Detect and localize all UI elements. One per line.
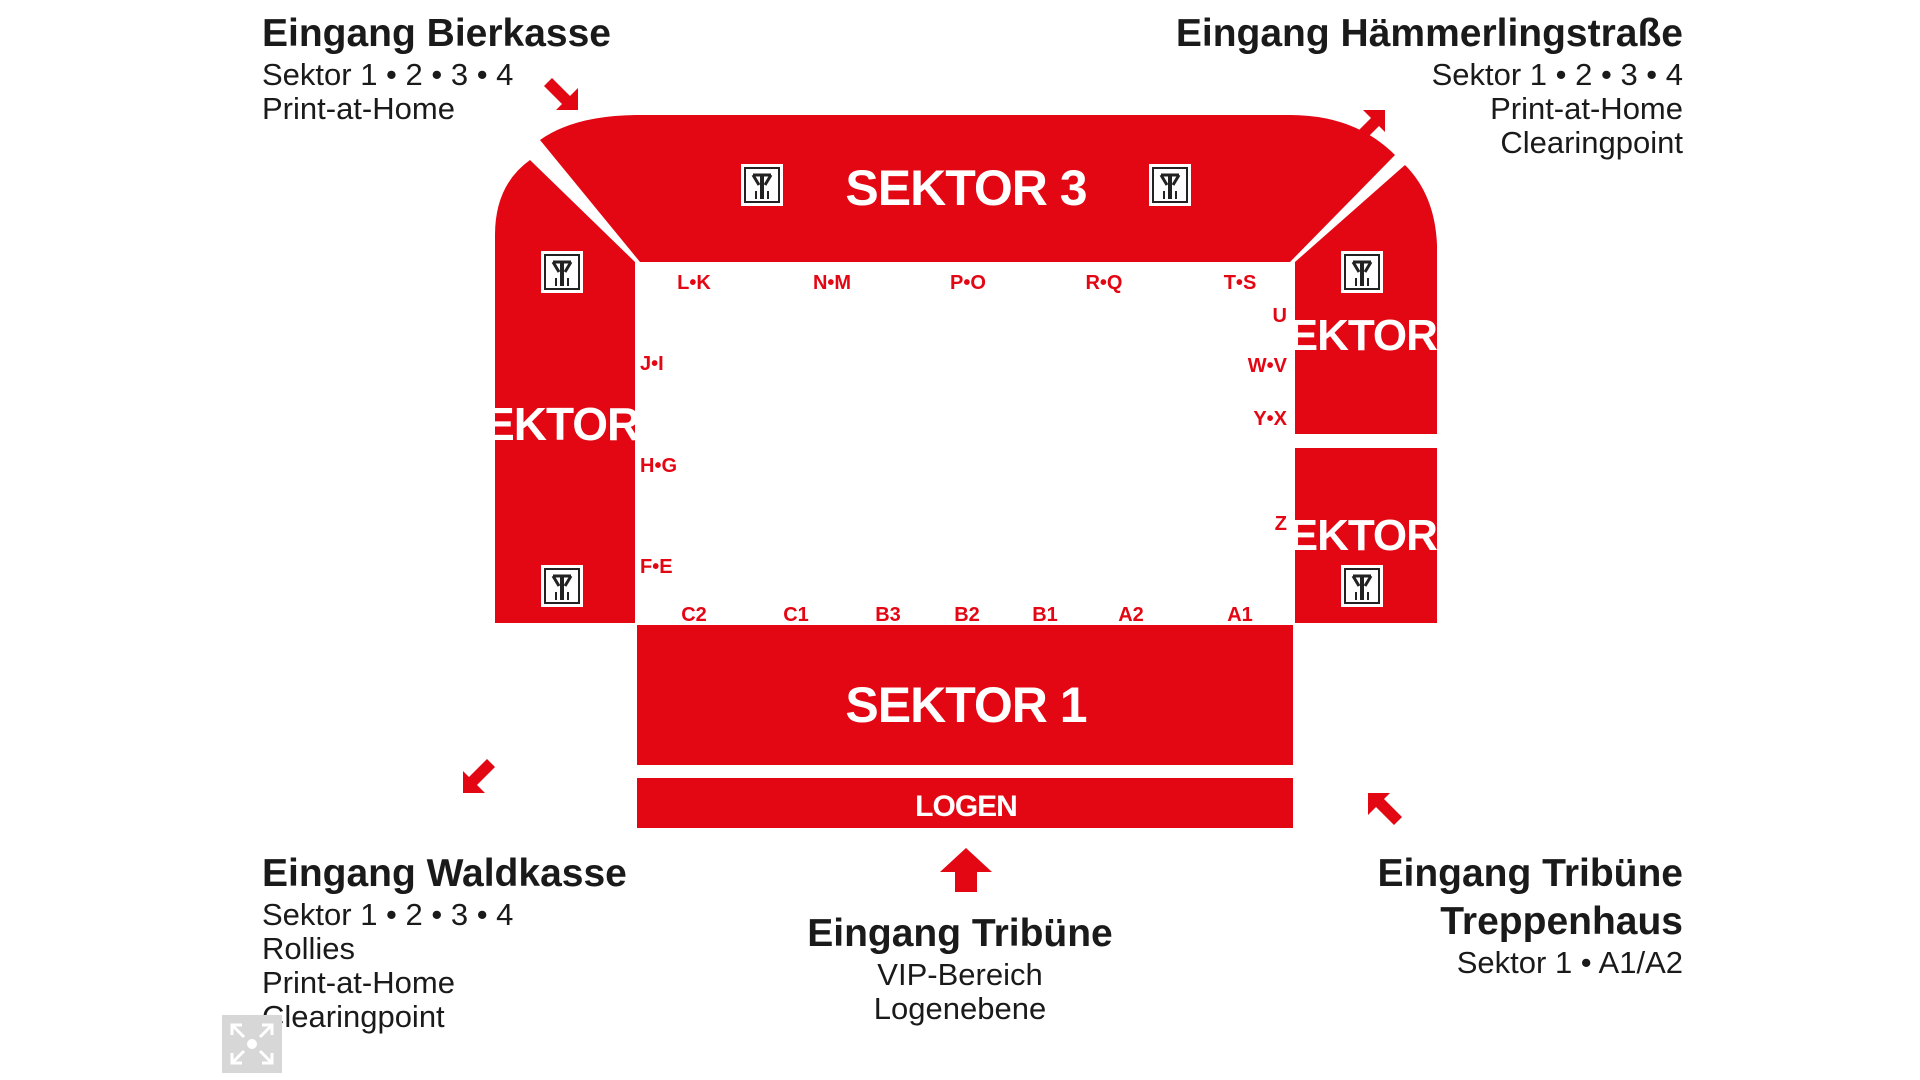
- entrance-info: Print-at-Home: [1490, 91, 1683, 126]
- sektor-2-area[interactable]: [495, 160, 635, 623]
- block-label: B1: [1032, 604, 1058, 626]
- sektor-4-label: SEKTOR 4: [1260, 311, 1473, 360]
- block-label: T•S: [1224, 272, 1257, 294]
- entrance-info: Clearingpoint: [262, 999, 445, 1034]
- sektor-1-area[interactable]: [637, 625, 1293, 765]
- block-label: H•G: [640, 455, 677, 477]
- block-label: Y•X: [1253, 408, 1287, 430]
- fullscreen-button[interactable]: [222, 1015, 282, 1073]
- block-label: L•K: [677, 272, 711, 294]
- sektor-3-area[interactable]: [540, 115, 1395, 262]
- entrance-info: VIP-Bereich: [877, 957, 1043, 992]
- entrance-title: Eingang Hämmerlingstraße: [1175, 12, 1683, 55]
- entrance-info: Sektor 1 • 2 • 3 • 4: [1431, 57, 1683, 92]
- entrance-arrow-icon: [1368, 793, 1402, 825]
- entrance-info: Sektor 1 • A1/A2: [1456, 945, 1683, 980]
- entrance-info: Sektor 1 • 2 • 3 • 4: [262, 897, 514, 932]
- sektor-1-label: SEKTOR 1: [845, 677, 1086, 733]
- entrance-tribuene: Eingang Tribüne VIP-Bereich Logenebene: [780, 910, 1140, 1026]
- sektor-5-label: SEKTOR 5: [1260, 511, 1472, 560]
- block-label: Z: [1275, 513, 1287, 535]
- block-label: F•E: [640, 556, 673, 578]
- fullscreen-expand-icon: [230, 1023, 274, 1065]
- sektor-4-area[interactable]: [1295, 165, 1437, 434]
- sektor-3-label: SEKTOR 3: [845, 160, 1086, 216]
- entrance-title: Eingang Waldkasse: [262, 852, 627, 895]
- block-label: B3: [875, 604, 901, 626]
- block-label: A2: [1118, 604, 1144, 626]
- entrance-arrow-icon: [463, 759, 495, 793]
- block-label: N•M: [813, 272, 851, 294]
- block-label: W•V: [1248, 355, 1288, 377]
- entrance-waldkasse: Eingang Waldkasse Sektor 1 • 2 • 3 • 4 R…: [262, 850, 627, 1034]
- entrance-info: Print-at-Home: [262, 965, 455, 1000]
- block-label: A1: [1227, 604, 1253, 626]
- logen-label: LOGEN: [915, 790, 1017, 823]
- entrance-tribuene-treppenhaus: Eingang Tribüne Treppenhaus Sektor 1 • A…: [1377, 850, 1683, 980]
- entrance-title: Eingang Tribüne: [1377, 852, 1683, 895]
- block-label: P•O: [950, 272, 986, 294]
- block-label: B2: [954, 604, 980, 626]
- block-label: U: [1273, 305, 1287, 327]
- entrance-bierkasse: Eingang Bierkasse Sektor 1 • 2 • 3 • 4 P…: [262, 10, 611, 126]
- entrance-info: Logenebene: [873, 991, 1047, 1026]
- entrance-title: Treppenhaus: [1440, 900, 1683, 943]
- emergency-exit-icon: [1340, 564, 1384, 608]
- emergency-exit-icon: [540, 250, 584, 294]
- block-label: R•Q: [1085, 272, 1122, 294]
- entrance-arrow-icon: [544, 78, 578, 110]
- sektor-2-label: SEKTOR 2: [454, 398, 675, 450]
- entrance-arrow-icon: [940, 848, 992, 892]
- logen-area[interactable]: [637, 778, 1293, 828]
- entrance-haemmerlingstrasse: Eingang Hämmerlingstraße Sektor 1 • 2 • …: [1176, 10, 1683, 160]
- entrance-info: Rollies: [262, 931, 356, 966]
- entrance-title: Eingang Tribüne: [807, 912, 1113, 955]
- entrance-info: Clearingpoint: [1500, 125, 1683, 160]
- block-label: C2: [681, 604, 707, 626]
- entrance-title: Eingang Bierkasse: [262, 12, 611, 55]
- entrance-info: Print-at-Home: [262, 91, 455, 126]
- emergency-exit-icon: [540, 564, 584, 608]
- emergency-exit-icon: [1148, 163, 1192, 207]
- emergency-exit-icon: [1340, 250, 1384, 294]
- emergency-exit-icon: [740, 163, 784, 207]
- block-label: C1: [783, 604, 809, 626]
- block-label: J•I: [640, 353, 664, 375]
- entrance-info: Sektor 1 • 2 • 3 • 4: [262, 57, 514, 92]
- entrance-arrow-icon: [1353, 110, 1385, 144]
